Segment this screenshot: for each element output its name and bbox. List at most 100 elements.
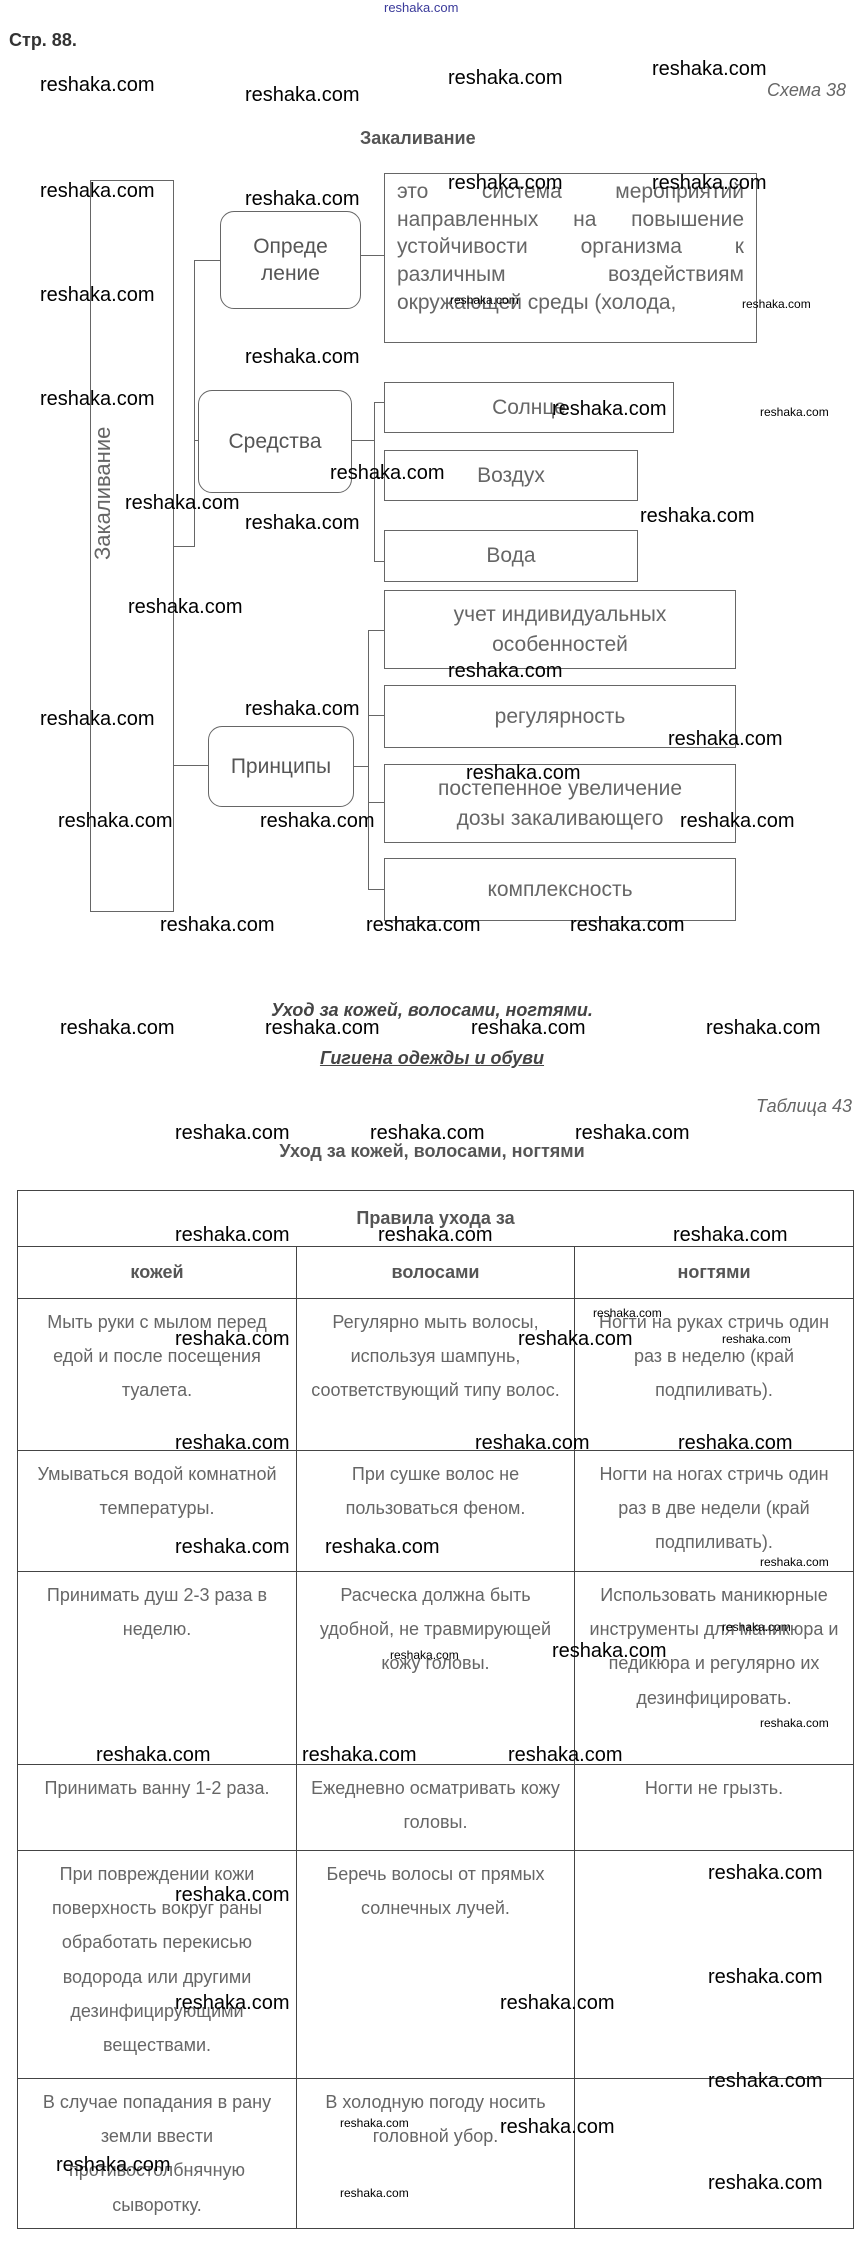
watermark: reshaka.com: [450, 293, 519, 307]
table-cell: В холодную погоду носить головной убор.: [296, 2078, 575, 2229]
watermark: reshaka.com: [245, 188, 360, 210]
connector: [354, 766, 368, 767]
watermark: reshaka.com: [552, 1640, 667, 1662]
principle-complex: комплексность: [384, 858, 736, 921]
table-label: Таблица 43: [755, 1096, 852, 1116]
watermark: reshaka.com: [40, 708, 155, 730]
watermark: reshaka.com: [40, 180, 155, 202]
table-row: При повреждении кожи поверхность вокруг …: [17, 1850, 855, 2079]
watermark: reshaka.com: [706, 1017, 821, 1039]
watermark: reshaka.com: [175, 1328, 290, 1350]
table-cell: В случае попадания в рану земли ввести п…: [17, 2078, 297, 2229]
table-title: Уход за кожей, волосами, ногтями: [279, 1141, 585, 1161]
watermark: reshaka.com: [175, 1122, 290, 1144]
principle-individual: учет индивидуальных особенностей: [384, 590, 736, 669]
connector: [194, 260, 195, 547]
watermark: reshaka.com: [56, 2154, 171, 2176]
branch-means: Средства: [198, 390, 352, 493]
watermark: reshaka.com: [466, 762, 581, 784]
watermark: reshaka.com: [708, 1966, 823, 1988]
watermark: reshaka.com: [175, 1432, 290, 1454]
branch-principles: Принципы: [208, 726, 354, 807]
table-header: Правила ухода за: [16, 1190, 855, 1247]
table-cell: [573, 1850, 855, 2079]
watermark: reshaka.com: [265, 1017, 380, 1039]
column-header: кожей: [17, 1246, 297, 1299]
watermark: reshaka.com: [160, 914, 275, 936]
connector: [374, 402, 384, 403]
watermark: reshaka.com: [742, 297, 811, 311]
page-number: Стр. 88.: [9, 30, 77, 50]
watermark: reshaka.com: [640, 505, 755, 527]
connector: [374, 402, 375, 562]
column-header: ногтями: [573, 1246, 855, 1299]
care-rules-table: Правила ухода за кожей волосами ногтями …: [16, 1190, 855, 2229]
table-cell: Мыть руки с мылом перед едой и после пос…: [17, 1298, 297, 1451]
site-header-link[interactable]: reshaka.com: [384, 0, 459, 15]
watermark: reshaka.com: [500, 2116, 615, 2138]
definition-text: это система мероприятий направленных на …: [384, 173, 757, 343]
table-row: Мыть руки с мылом перед едой и после пос…: [17, 1298, 855, 1451]
table-cell: Ногти не грызть.: [573, 1764, 855, 1851]
watermark: reshaka.com: [60, 1017, 175, 1039]
watermark: reshaka.com: [678, 1432, 793, 1454]
connector: [361, 255, 384, 256]
watermark: reshaka.com: [260, 810, 375, 832]
connector: [374, 561, 384, 562]
watermark: reshaka.com: [302, 1744, 417, 1766]
watermark: reshaka.com: [245, 512, 360, 534]
watermark: reshaka.com: [175, 1884, 290, 1906]
connector: [174, 546, 194, 547]
watermark: reshaka.com: [652, 172, 767, 194]
watermark: reshaka.com: [175, 1536, 290, 1558]
table-row: Принимать душ 2-3 раза в неделю. Расческ…: [17, 1571, 855, 1765]
column-header: волосами: [296, 1246, 575, 1299]
watermark: reshaka.com: [245, 84, 360, 106]
watermark: reshaka.com: [593, 1306, 662, 1320]
watermark: reshaka.com: [508, 1744, 623, 1766]
watermark: reshaka.com: [448, 67, 563, 89]
section-title-care: Уход за кожей, волосами, ногтями.: [271, 1000, 593, 1020]
watermark: reshaka.com: [245, 346, 360, 368]
table-row: Умываться водой комнатной температуры. П…: [17, 1450, 855, 1572]
table-cell: Принимать ванну 1-2 раза.: [17, 1764, 297, 1851]
watermark: reshaka.com: [760, 1555, 829, 1569]
watermark: reshaka.com: [96, 1744, 211, 1766]
watermark: reshaka.com: [340, 2116, 409, 2130]
watermark: reshaka.com: [366, 914, 481, 936]
means-air: Воздух: [384, 450, 638, 501]
watermark: reshaka.com: [128, 596, 243, 618]
table-cell: Принимать душ 2-3 раза в неделю.: [17, 1571, 297, 1765]
watermark: reshaka.com: [125, 492, 240, 514]
watermark: reshaka.com: [668, 728, 783, 750]
watermark: reshaka.com: [760, 1716, 829, 1730]
table-cell: Ежедневно осматривать кожу головы.: [296, 1764, 575, 1851]
watermark: reshaka.com: [245, 698, 360, 720]
connector: [352, 440, 374, 441]
table-cell: Регулярно мыть волосы, используя шампунь…: [296, 1298, 575, 1451]
principle-regularity: регулярность: [384, 685, 736, 748]
watermark: reshaka.com: [500, 1992, 615, 2014]
watermark: reshaka.com: [40, 284, 155, 306]
table-cell: Ногти на ногах стричь один раз в две нед…: [573, 1450, 855, 1572]
connector: [374, 477, 384, 478]
connector: [174, 765, 208, 766]
watermark: reshaka.com: [175, 1224, 290, 1246]
watermark: reshaka.com: [390, 1648, 459, 1662]
watermark: reshaka.com: [40, 388, 155, 410]
connector: [368, 715, 384, 716]
watermark: reshaka.com: [673, 1224, 788, 1246]
connector: [368, 630, 369, 890]
root-node: [90, 180, 174, 912]
connector: [194, 440, 198, 441]
watermark: reshaka.com: [40, 74, 155, 96]
principle-gradual: постепенное увеличение дозы закаливающег…: [384, 764, 736, 843]
watermark: reshaka.com: [722, 1620, 791, 1634]
watermark: reshaka.com: [575, 1122, 690, 1144]
watermark: reshaka.com: [448, 172, 563, 194]
watermark: reshaka.com: [58, 810, 173, 832]
watermark: reshaka.com: [652, 58, 767, 80]
watermark: reshaka.com: [448, 660, 563, 682]
root-label: Закаливание: [90, 426, 115, 560]
table-row: В случае попадания в рану земли ввести п…: [17, 2078, 855, 2229]
